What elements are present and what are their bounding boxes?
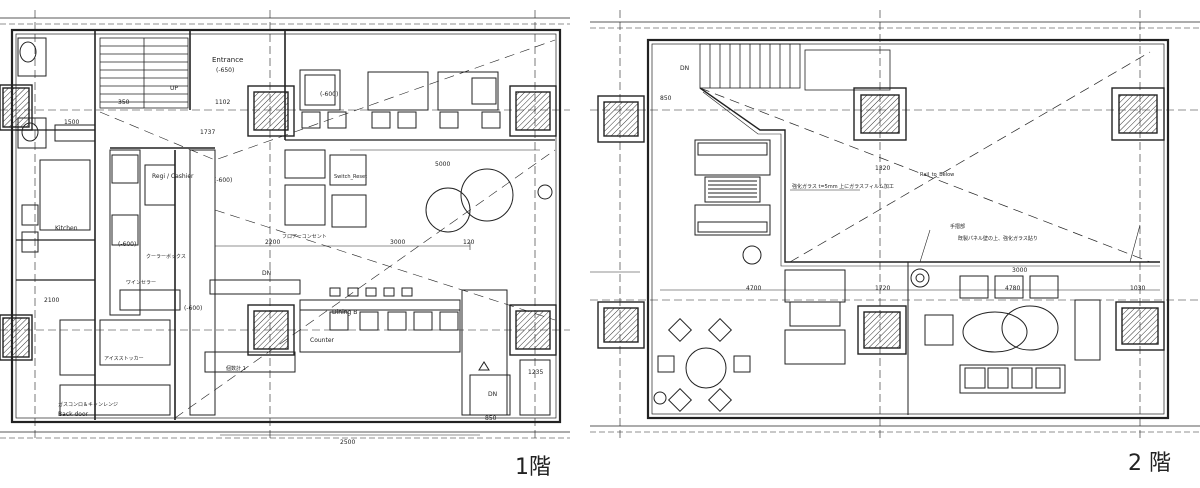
code-600-label: (-600) (320, 91, 338, 98)
dimension: 5000 (435, 161, 450, 168)
code-600-label: (-600) (118, 241, 136, 248)
rail-note: Rail_to_Below (920, 172, 954, 178)
dimension: 1235 (528, 369, 543, 376)
dimension: 350 (118, 99, 130, 106)
dining-label: Dining B (332, 309, 357, 316)
dimension: 2200 (265, 239, 280, 246)
floor-2-plan (590, 10, 1200, 440)
entrance-code: (-650) (216, 67, 234, 74)
kitchen-label: Kitchen (55, 225, 78, 232)
dimension: 4700 (746, 285, 761, 292)
entrance-label: Entrance (212, 56, 243, 64)
dn-label: DN (680, 65, 689, 72)
dimension: 4780 (1005, 285, 1020, 292)
floor-1-labels: Entrance (-650) UP (-600) (-600) (-600) … (44, 56, 551, 480)
dn-label: DN (262, 270, 271, 277)
counter-label: Counter (310, 337, 335, 344)
cooler-label: クーラーボックス (146, 253, 186, 260)
wine-label: ワインセラー (126, 280, 156, 286)
code-600-label: (-600) (184, 305, 202, 312)
dimension: 3000 (390, 239, 405, 246)
switch-label: Switch_Reset (334, 174, 367, 180)
dimension: 1320 (875, 165, 890, 172)
dimension: 1500 (64, 119, 79, 126)
ice-label: アイスストッカー (104, 356, 144, 362)
dimension: 1102 (215, 99, 230, 106)
dimension: 1720 (875, 285, 890, 292)
floor-2-title: 2 階 (1128, 451, 1171, 476)
dn-label: DN (488, 391, 497, 398)
dimension: 1030 (1130, 285, 1145, 292)
floor-1-plan (0, 10, 570, 440)
backdoor-label: Back door (58, 411, 89, 418)
dimension: 120 (463, 239, 475, 246)
dimension: 850 (660, 95, 672, 102)
dimension: 1737 (200, 129, 215, 136)
dimension: 2500 (340, 439, 355, 446)
railing-note: 手摺部 (950, 223, 965, 230)
up-label: UP (170, 85, 178, 92)
equip-label: 個数計 1 (226, 365, 246, 372)
code-600-label: (-600) (214, 177, 232, 184)
gas-label: ガスコンロ＆キャンレンジ (58, 401, 118, 408)
floor-outlet-label: フロアーコンセント (282, 234, 327, 240)
glass-note-2: 既製パネル壁の上、強化ガラス貼り (958, 235, 1038, 242)
dimension: 2100 (44, 297, 59, 304)
dimension: 850 (485, 415, 497, 422)
cashier-label: Regi / Cashier (152, 173, 194, 180)
dimension: 3000 (1012, 267, 1027, 274)
floor-1-title: 1階 (515, 455, 551, 480)
floor-2-labels: DN 強化ガラス t=5mm 上にガラスフィルム加工 Rail_to_Below… (660, 65, 1171, 476)
glass-note: 強化ガラス t=5mm 上にガラスフィルム加工 (792, 183, 894, 190)
